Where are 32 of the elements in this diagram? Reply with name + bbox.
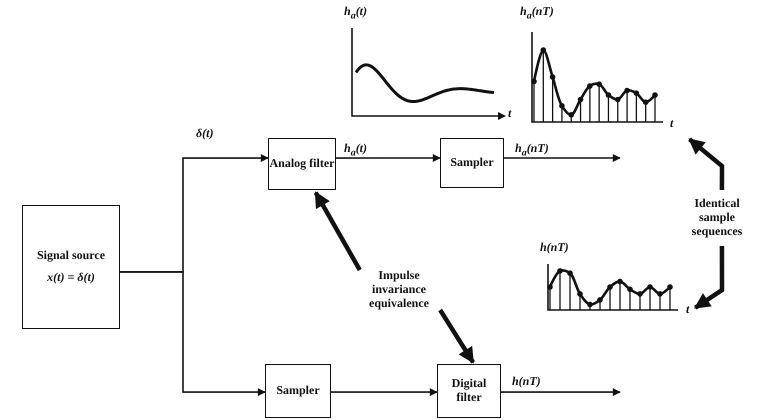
signal-arrow	[331, 388, 438, 396]
axis-label: t	[686, 302, 690, 317]
box-label: Signal source	[36, 249, 106, 263]
box-label: Sampler	[276, 384, 320, 398]
signal-arrow	[501, 388, 621, 396]
axis-title: h$_{a}$(t)	[344, 4, 368, 22]
axis-title: h(nT)	[540, 240, 569, 255]
axis-label: t	[508, 106, 512, 121]
process-box	[265, 364, 331, 418]
thick-arrow	[438, 308, 475, 364]
edge-label: h(nT)	[512, 374, 541, 389]
box-label: Analog filter	[270, 157, 334, 171]
annotation-text: Identical sample sequences	[690, 197, 744, 239]
box-label: Digital filter	[450, 377, 488, 405]
process-box	[268, 138, 336, 190]
process-box	[440, 138, 504, 188]
signal-arrow	[336, 154, 441, 162]
thick-arrow	[694, 246, 724, 310]
edge-label: h$_{a}$(t)	[344, 141, 368, 158]
box-label: Sampler	[450, 156, 494, 170]
thick-arrow	[688, 138, 724, 190]
thick-arrow	[314, 191, 362, 272]
edge-label: h$_{a}$(nT)	[515, 141, 549, 158]
process-box	[22, 205, 120, 329]
signal-arrow	[504, 154, 621, 162]
edge-label: δ(t)	[196, 126, 214, 141]
signal-arrow	[120, 271, 266, 396]
axis-title: h$_{a}$(nT)	[520, 4, 554, 22]
equation: x(t) = δ(t)	[47, 271, 95, 285]
annotation-text: Impulse invariance equivalence	[368, 269, 430, 311]
axis-label: t	[670, 116, 674, 131]
process-box	[437, 364, 501, 418]
